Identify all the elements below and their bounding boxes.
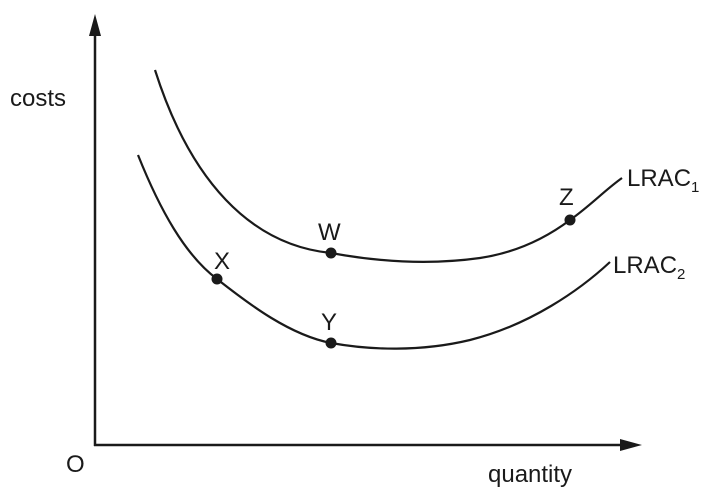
point-x xyxy=(211,273,223,285)
point-y-label: Y xyxy=(321,309,337,336)
lrac1-label: LRAC1 xyxy=(627,165,699,196)
y-axis-label: costs xyxy=(10,85,66,112)
lrac1-curve xyxy=(153,69,623,263)
point-y xyxy=(325,337,337,349)
point-w xyxy=(325,247,337,259)
x-axis-label: quantity xyxy=(488,461,572,488)
origin-label: O xyxy=(66,451,85,478)
x-axis-arrow-icon xyxy=(620,439,642,451)
y-axis-arrow-icon xyxy=(89,14,101,36)
point-w-label: W xyxy=(318,219,341,246)
point-z xyxy=(564,214,576,226)
point-x-label: X xyxy=(214,248,230,275)
lrac2-curve xyxy=(136,154,611,350)
point-z-label: Z xyxy=(559,184,574,211)
lrac2-label: LRAC2 xyxy=(613,252,685,283)
